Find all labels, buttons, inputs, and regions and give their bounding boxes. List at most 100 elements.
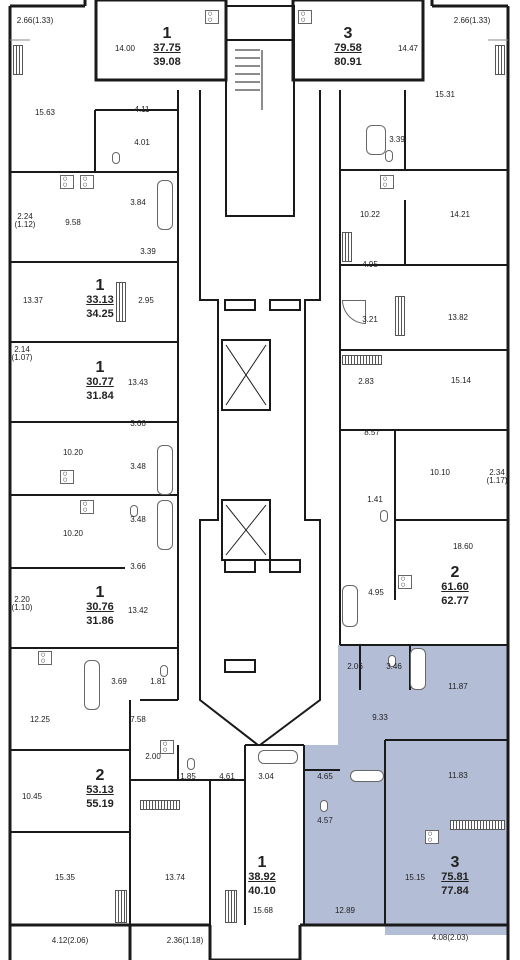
bathtub-icon [342, 585, 358, 627]
room-area-label: 4.61 [219, 772, 235, 781]
room-area-label: 3.84 [130, 198, 146, 207]
room-area-label: 2.83 [358, 377, 374, 386]
room-area-label: 18.60 [452, 542, 474, 551]
room-area-label: 4.08(2.03) [431, 933, 469, 942]
apartment-label: 1 30.76 31.86 [70, 585, 130, 637]
room-area-label: 12.89 [334, 906, 356, 915]
room-area-label: 15.15 [404, 873, 426, 882]
room-area-label: 15.35 [54, 873, 76, 882]
stove-icon [80, 175, 94, 189]
room-area-label: 10.10 [429, 468, 451, 477]
room-area-label: 12.25 [29, 715, 51, 724]
elevator-shafts [225, 344, 267, 556]
apartment-total-area-with-balcony: 39.08 [153, 56, 181, 68]
apartment-rooms: 1 [257, 854, 267, 871]
wardrobe-icon [140, 800, 180, 810]
toilet-icon [112, 152, 120, 164]
apartment-label: 1 30.77 31.84 [70, 360, 130, 412]
bathtub-icon [366, 125, 386, 155]
wardrobe-icon [116, 282, 126, 322]
bathtub-icon [350, 770, 384, 782]
bathtub-icon [84, 660, 100, 710]
wardrobe-icon [450, 820, 505, 830]
stove-icon [80, 500, 94, 514]
room-area-label: 15.68 [252, 906, 274, 915]
stove-icon [380, 175, 394, 189]
stove-icon [398, 575, 412, 589]
apartment-total-area: 30.77 [86, 376, 114, 388]
room-area-label: 7.58 [130, 715, 146, 724]
apartment-rooms: 2 [450, 564, 460, 581]
apartment-label: 2 53.13 55.19 [70, 768, 130, 820]
toilet-icon [187, 758, 195, 770]
room-area-label: 3.39 [389, 135, 405, 144]
room-area-label: 13.74 [164, 873, 186, 882]
inner-walls [10, 90, 508, 925]
toilet-icon [380, 510, 388, 522]
toilet-icon [385, 150, 393, 162]
bathtub-icon [157, 445, 173, 495]
stove-icon [425, 830, 439, 844]
apartment-total-area-with-balcony: 80.91 [334, 56, 362, 68]
toilet-icon [160, 665, 168, 677]
apartment-total-area-with-balcony: 55.19 [86, 798, 114, 810]
room-area-label: 2.00 [145, 752, 161, 761]
wardrobe-icon [342, 355, 382, 365]
stove-icon [38, 651, 52, 665]
room-area-label: 4.12(2.06) [51, 936, 89, 945]
apartment-total-area-with-balcony: 40.10 [248, 885, 276, 897]
bathtub-icon [258, 750, 298, 764]
room-area-label: 4.01 [134, 138, 150, 147]
stairs [235, 49, 263, 110]
stove-icon [60, 175, 74, 189]
wardrobe-icon [495, 45, 505, 75]
room-area-label: 2.66(1.33) [16, 16, 54, 25]
apartment-label: 1 38.92 40.10 [232, 855, 292, 907]
room-area-label: 13.43 [127, 378, 149, 387]
bathtub-icon [410, 648, 426, 690]
room-area-label: 14.21 [449, 210, 471, 219]
bathtub-icon [157, 180, 173, 230]
room-area-label: 3.48 [130, 515, 146, 524]
room-area-label: 14.00 [114, 44, 136, 53]
room-area-label: 1.41 [367, 495, 383, 504]
apartment-total-area: 33.13 [86, 294, 114, 306]
room-area-label: 3.48 [130, 462, 146, 471]
apartment-label: 1 37.75 39.08 [137, 26, 197, 78]
room-area-label: 10.45 [21, 792, 43, 801]
room-area-label: 10.20 [62, 448, 84, 457]
toilet-icon [130, 505, 138, 517]
apartment-rooms: 3 [450, 854, 460, 871]
room-area-label: 2.06 [347, 662, 363, 671]
room-area-label: 3.04 [258, 772, 274, 781]
wardrobe-icon [115, 890, 127, 923]
room-area-label: 3.39 [140, 247, 156, 256]
stove-icon [205, 10, 219, 24]
stove-icon [160, 740, 174, 754]
room-area-label: 3.66 [130, 562, 146, 571]
room-area-label: 4.95 [362, 260, 378, 269]
apartment-total-area: 61.60 [441, 581, 469, 593]
room-area-label: 2.36(1.18) [166, 936, 204, 945]
apartment-total-area: 79.58 [334, 42, 362, 54]
room-area-label: 13.82 [447, 313, 469, 322]
room-area-label: 9.58 [65, 218, 81, 227]
room-area-label: 2.34 (1.17) [486, 468, 508, 485]
room-area-label: 14.47 [397, 44, 419, 53]
corridor [199, 5, 321, 746]
apartment-total-area-with-balcony: 34.25 [86, 308, 114, 320]
room-area-label: 3.69 [111, 677, 127, 686]
apartment-label: 3 79.58 80.91 [318, 26, 378, 78]
outer-walls [8, 0, 510, 960]
stove-icon [298, 10, 312, 24]
room-area-label: 11.87 [448, 682, 468, 691]
wardrobe-icon [395, 296, 405, 336]
room-area-label: 15.14 [450, 376, 472, 385]
stove-icon [60, 470, 74, 484]
apartment-rooms: 1 [95, 584, 105, 601]
toilet-icon [320, 800, 328, 812]
toilet-icon [388, 655, 396, 667]
room-area-label: 2.66(1.33) [453, 16, 491, 25]
room-area-label: 4.65 [317, 772, 333, 781]
